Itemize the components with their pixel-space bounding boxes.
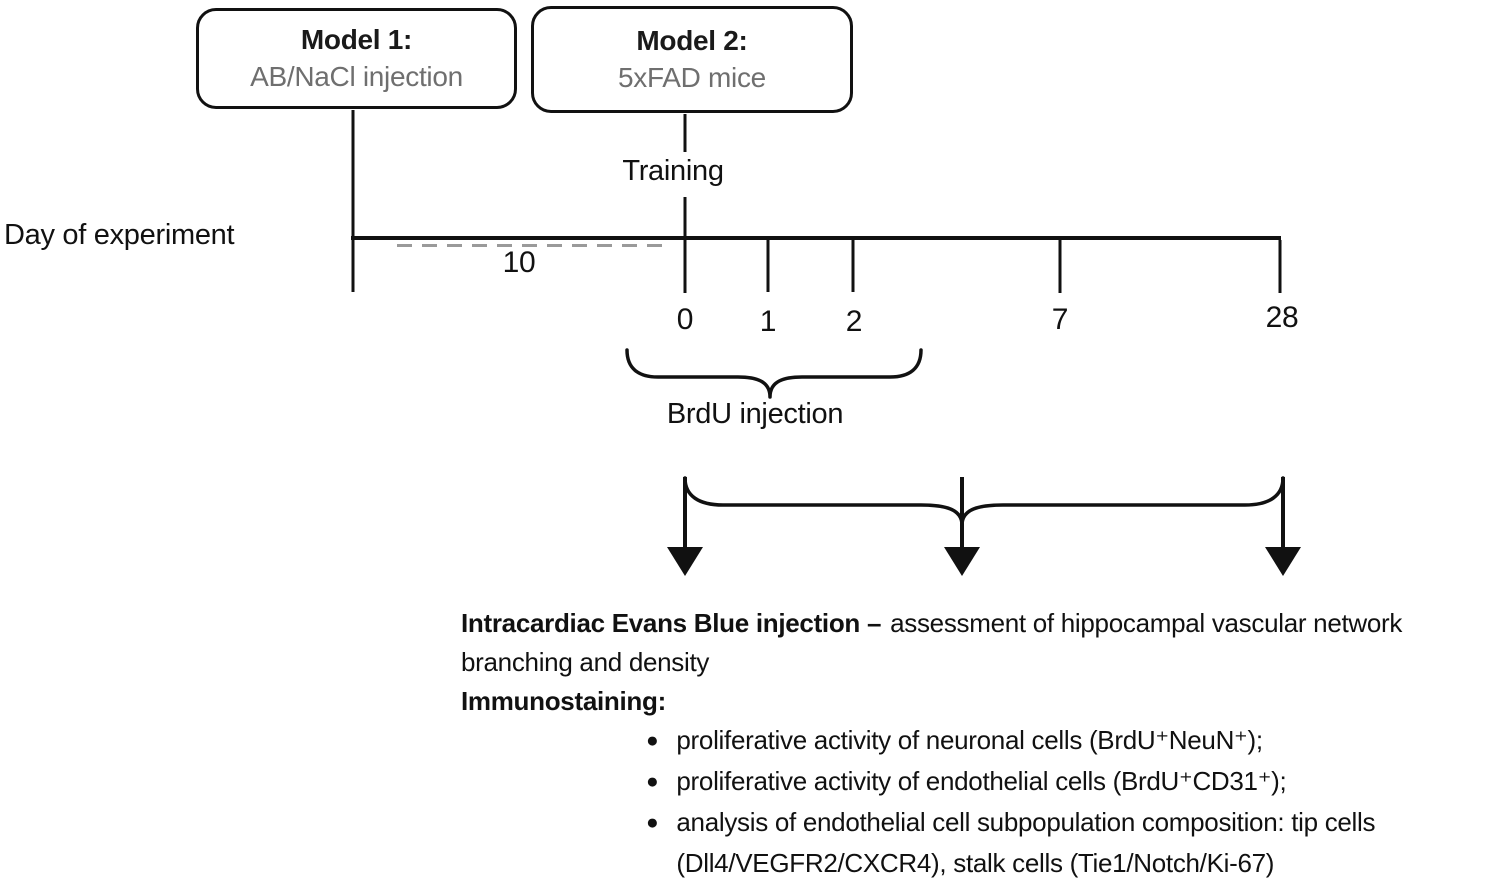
collection-brace: [683, 476, 1285, 527]
list-item: ● analysis of endothelial cell subpopula…: [646, 802, 1499, 882]
tick-label-2: 2: [845, 305, 863, 338]
model1-title: Model 1:: [300, 24, 413, 55]
tick-label-28: 28: [1265, 301, 1299, 334]
evans-blue-line: Intracardiac Evans Blue injection –asses…: [461, 604, 1493, 682]
arrow-day28: [1265, 477, 1301, 576]
arrow-middle: [944, 477, 980, 576]
immunostaining-heading: Immunostaining:: [461, 686, 666, 716]
axis-label: Day of experiment: [4, 219, 235, 251]
bullet-dot-icon: ●: [646, 770, 659, 793]
arrow-day0: [667, 477, 703, 576]
bullet-dot-icon: ●: [646, 729, 659, 752]
tick-label-0: 0: [676, 303, 694, 336]
bullet-text-subpopulation: analysis of endothelial cell subpopulati…: [676, 807, 1376, 878]
immunostaining-bullet-list: ● proliferative activity of neuronal cel…: [646, 720, 1499, 882]
evans-blue-bold-lead: Intracardiac Evans Blue injection –: [461, 608, 882, 638]
model1-subtitle: AB/NaCl injection: [250, 61, 463, 92]
tick-label-7: 7: [1051, 303, 1069, 336]
evans-blue-description: assessment of hippocampal vascular netwo…: [461, 608, 1403, 677]
model2-box: Model 2: 5xFAD mice: [531, 6, 853, 113]
bullet-text-endothelial: proliferative activity of endothelial ce…: [676, 766, 1287, 796]
model2-subtitle: 5xFAD mice: [618, 62, 766, 93]
list-item: ● proliferative activity of endothelial …: [646, 761, 1499, 802]
model1-box: Model 1: AB/NaCl injection: [196, 8, 517, 109]
brdu-injection-label: BrdU injection: [666, 398, 844, 430]
bullet-text-neuronal: proliferative activity of neuronal cells…: [676, 725, 1263, 755]
model2-title: Model 2:: [636, 25, 748, 56]
tick-label-1: 1: [759, 305, 777, 338]
brdu-brace: [625, 348, 923, 399]
list-item: ● proliferative activity of neuronal cel…: [646, 720, 1499, 761]
training-label: Training: [622, 155, 724, 187]
interval-label-10: 10: [502, 246, 536, 279]
summary-block: Intracardiac Evans Blue injection –asses…: [461, 604, 1493, 721]
bullet-dot-icon: ●: [646, 811, 659, 834]
